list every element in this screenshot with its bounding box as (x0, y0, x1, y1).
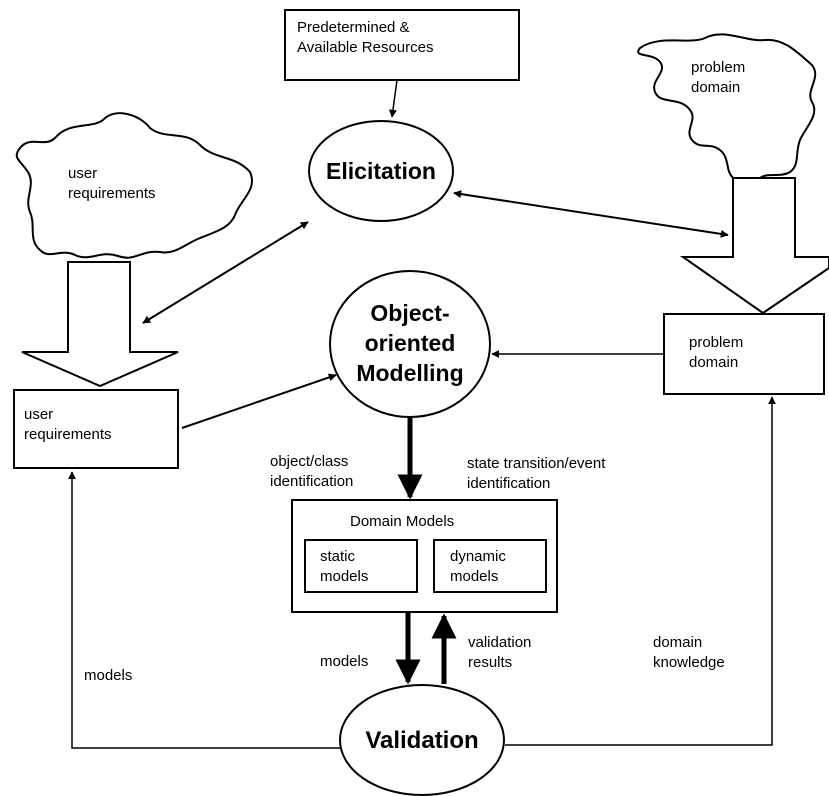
oom-ellipse (329, 270, 491, 418)
arrow-validation-to-problemdomain (505, 396, 776, 746)
cloud-problem-domain (637, 33, 817, 179)
problem-domain-box (663, 313, 825, 395)
resources-label: Predetermined &Available Resources (297, 19, 434, 56)
arrow-resources-to-elicitation (389, 79, 398, 118)
arrow-validation-to-userreq (68, 471, 340, 749)
domain-models-title: Domain Models (350, 513, 455, 530)
arrow-userreq-to-oom (181, 373, 337, 429)
resources-box (284, 9, 520, 81)
models-center-label: models (320, 653, 369, 670)
static-models-box (304, 539, 418, 593)
hollow-arrow-problem-domain (679, 177, 829, 315)
arrow-elicitation-userreq-bidir (142, 221, 309, 324)
elicitation-label: Elicitation (326, 158, 436, 184)
hollow-arrow-user-requirements (21, 261, 179, 388)
models-left-label: models (84, 667, 133, 684)
validation-label: Validation (365, 727, 479, 754)
validation-ellipse (339, 684, 505, 796)
user-requirements-box (13, 389, 179, 469)
arrow-elicitation-domain-bidir (453, 190, 729, 238)
elicitation-ellipse (308, 120, 454, 222)
dynamic-models-box (433, 539, 547, 593)
